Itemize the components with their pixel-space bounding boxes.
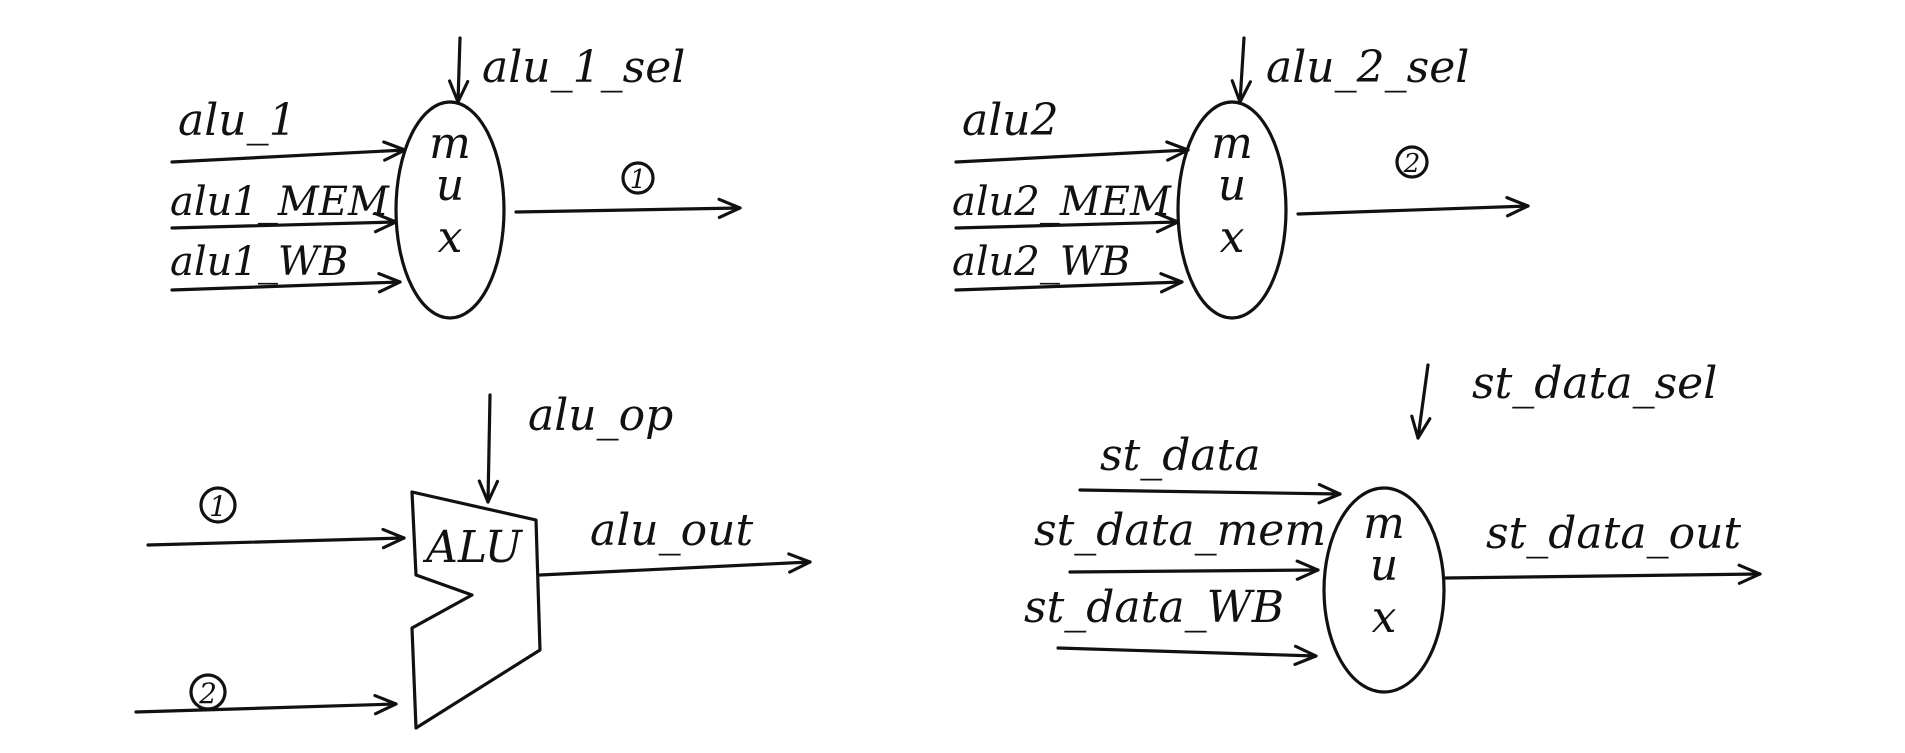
mux-2-output-marker: 2	[1403, 149, 1421, 179]
mux-3-glyph-u: u	[1370, 540, 1398, 591]
alu-body	[410, 490, 542, 730]
alu-input-a-arrow	[146, 527, 406, 550]
mux-1-select-label: alu_1_sel	[482, 42, 685, 93]
mux-2-glyph-m: m	[1211, 118, 1253, 169]
mux-3-body	[1322, 486, 1446, 694]
mux-2-input-1-arrow	[954, 140, 1190, 164]
mux-3-glyph-x: x	[1372, 592, 1397, 643]
mux-1-output-marker: 1	[630, 165, 647, 195]
mux-1-input-3-label: alu1_WB	[170, 239, 348, 285]
mux-3-input-1-arrow	[1078, 483, 1342, 505]
mux-2-select-label: alu_2_sel	[1266, 42, 1469, 93]
mux-2-glyph-u: u	[1218, 160, 1246, 211]
mux-3-input-1-label: st_data	[1100, 430, 1261, 481]
alu-op-arrow	[477, 393, 500, 504]
alu-input-b-marker: 2	[198, 677, 217, 710]
alu-op-label: alu_op	[528, 390, 673, 441]
mux-3-select-label: st_data_sel	[1472, 358, 1717, 409]
mux-2-input-3-arrow	[954, 272, 1184, 294]
mux-2-input-2-arrow	[954, 211, 1180, 234]
mux-2-output-marker-circle	[1395, 145, 1429, 179]
mux-1: m u x alu_1_sel alu_1 alu1_MEM alu1_WB 1	[170, 36, 742, 320]
mux-2-output-arrow	[1296, 196, 1530, 218]
mux-1-glyph-m: m	[429, 118, 471, 169]
mux-3-input-3-arrow	[1056, 644, 1318, 667]
alu-block: ALU alu_op 1 2 alu_out	[134, 390, 812, 730]
mux-1-input-2-arrow	[170, 211, 398, 234]
mux-3-input-2-label: st_data_mem	[1034, 505, 1326, 556]
mux-1-input-3-arrow	[170, 272, 402, 294]
mux-2-select-arrow	[1230, 36, 1252, 104]
alu-input-a-marker: 1	[209, 490, 227, 523]
mux-2-input-3-label: alu2_WB	[952, 239, 1130, 285]
mux-2-glyph-x: x	[1220, 212, 1245, 263]
alu-input-b-arrow	[134, 693, 398, 716]
alu-input-a-marker-circle	[199, 486, 237, 524]
mux-2-input-1-label: alu2	[962, 95, 1059, 146]
alu-output-label: alu_out	[590, 505, 753, 556]
mux-2: m u x alu_2_sel alu2 alu2_MEM alu2_WB 2	[952, 36, 1530, 320]
mux-3-input-2-arrow	[1068, 559, 1320, 581]
mux-3-output-arrow	[1444, 563, 1762, 585]
mux-1-output-arrow	[514, 197, 742, 220]
mux-2-input-2-label: alu2_MEM	[952, 179, 1172, 225]
mux-1-glyph-u: u	[436, 160, 464, 211]
mux-3-glyph-m: m	[1363, 498, 1405, 549]
mux-1-select-arrow	[447, 36, 470, 104]
alu-label: ALU	[422, 522, 524, 573]
mux-3-select-arrow	[1410, 363, 1432, 440]
mux-1-input-1-arrow	[170, 140, 407, 164]
mux-1-glyph-x: x	[438, 212, 463, 263]
mux-1-input-2-label: alu1_MEM	[170, 179, 390, 225]
mux-3-input-3-label: st_data_WB	[1024, 582, 1284, 633]
mux-1-input-1-label: alu_1	[178, 95, 297, 146]
mux-3: m u x st_data_sel st_data st_data_mem st…	[1024, 358, 1762, 694]
alu-output-arrow	[538, 552, 812, 577]
mux-1-output-marker-circle	[621, 161, 655, 195]
mux-3-output-label: st_data_out	[1486, 508, 1741, 559]
